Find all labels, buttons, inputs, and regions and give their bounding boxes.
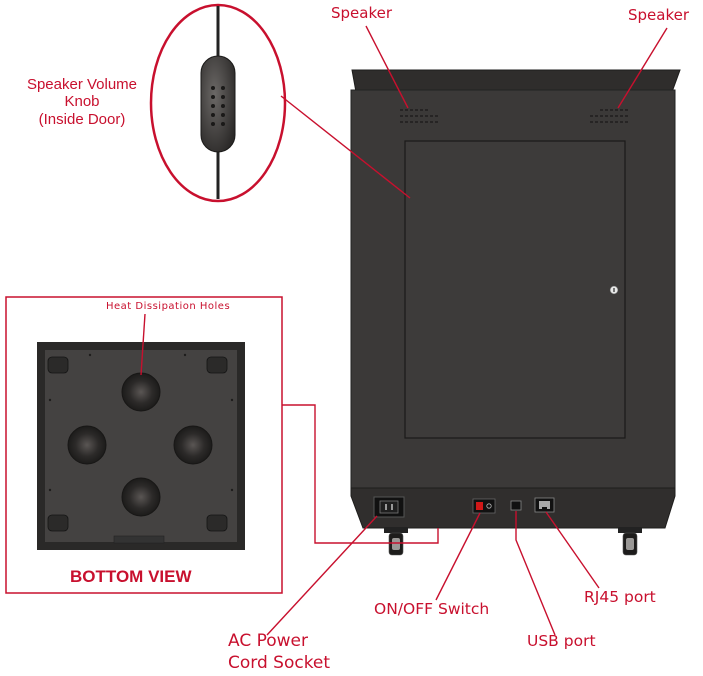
caster-left — [384, 527, 408, 556]
label-on-off-switch: ON/OFF Switch — [374, 600, 490, 618]
caster-right — [618, 527, 642, 556]
label-ac-line2: Cord Socket — [228, 653, 331, 674]
label-ac-power: AC Power Cord Socket — [228, 630, 330, 674]
leader-usb — [515, 511, 556, 636]
heat-hole-bottom — [121, 477, 161, 517]
leader-speaker-right — [617, 27, 668, 109]
rj45-port — [534, 497, 555, 513]
label-volume-knob-line3: (Inside Door) — [38, 110, 126, 128]
label-volume-knob: Speaker Volume Knob (Inside Door) — [22, 76, 142, 128]
cabinet — [350, 69, 681, 556]
label-ac-line1: AC Power — [228, 631, 309, 651]
heat-hole-top — [121, 372, 161, 412]
ac-power-socket — [373, 496, 405, 518]
leader-on-off — [435, 512, 481, 601]
corner-feet — [47, 356, 228, 532]
on-off-switch — [472, 498, 496, 514]
label-volume-knob-line2: Knob — [64, 93, 100, 111]
leader-heat-holes — [140, 313, 146, 376]
leader-volume-knob — [280, 95, 411, 199]
heat-hole-right — [173, 425, 213, 465]
label-heat-holes: Heat Dissipation Holes — [106, 301, 231, 312]
label-speaker-right: Speaker — [628, 6, 690, 24]
cabinet-top-lid — [351, 69, 681, 93]
leader-ac-socket — [266, 515, 378, 636]
bottom-view-panel — [5, 296, 283, 594]
usb-port — [510, 500, 522, 511]
speaker-grille-right — [590, 109, 630, 123]
leader-lines — [140, 25, 668, 636]
leader-rj45 — [545, 511, 600, 589]
leader-speaker-left — [365, 25, 409, 109]
cabinet-door — [404, 140, 626, 439]
label-volume-knob-line1: Speaker Volume — [26, 76, 138, 93]
volume-knob — [200, 55, 236, 153]
label-rj45-port: RJ45 port — [584, 588, 656, 606]
leader-bottom-view — [282, 404, 439, 544]
heat-hole-left — [67, 425, 107, 465]
label-bottom-view: BOTTOM VIEW — [70, 567, 192, 586]
heat-dissipation-holes — [67, 372, 213, 517]
label-speaker-left: Speaker — [331, 4, 393, 22]
label-usb-port: USB port — [527, 632, 596, 650]
speaker-grille-left — [400, 109, 440, 123]
volume-knob-callout — [149, 3, 287, 203]
